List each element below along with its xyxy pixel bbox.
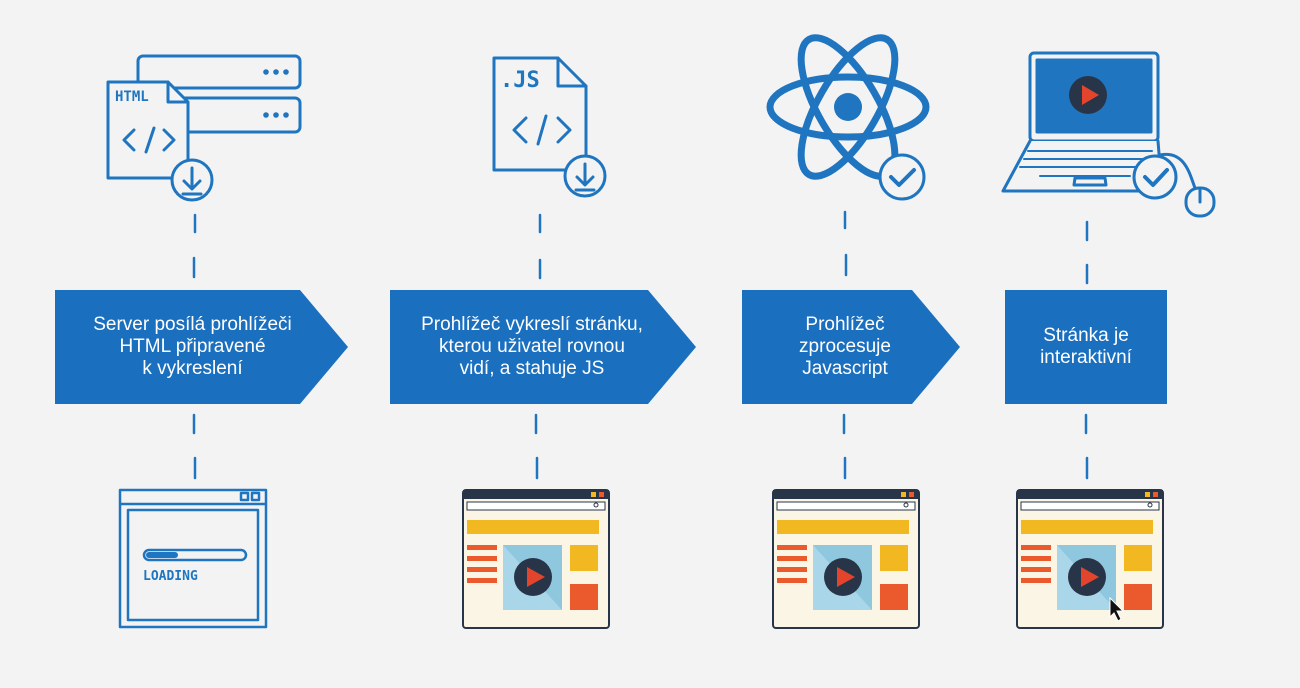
step-1-line-1: Server posílá prohlížeči xyxy=(93,314,292,335)
step-4-text: Stránka je interaktivní xyxy=(1005,325,1167,369)
js-file-icon xyxy=(492,56,607,198)
window-button-icon xyxy=(239,491,250,502)
step-2-line-3: vidí, a stahuje JS xyxy=(459,358,605,379)
rendered-browser-window-step-2 xyxy=(462,489,610,629)
step-1-line-3: k vykreslení xyxy=(142,358,243,379)
loading-label: LOADING xyxy=(143,569,198,584)
step-2-line-2: kterou uživatel rovnou xyxy=(439,336,625,357)
step-2-text: Prohlížeč vykreslí stránku, kterou uživa… xyxy=(392,314,672,380)
step-2-banner xyxy=(390,290,696,404)
loading-progress-fill xyxy=(146,552,178,558)
loading-browser-window xyxy=(118,488,268,629)
step-2-line-1: Prohlížeč vykreslí stránku, xyxy=(421,314,643,335)
step-3-line-2: zprocesuje xyxy=(799,336,891,357)
step-4-line-1: Stránka je xyxy=(1043,325,1129,346)
step-3-banner xyxy=(742,290,960,404)
react-atom-icon xyxy=(766,34,930,201)
rendered-browser-window-step-3 xyxy=(772,489,920,629)
window-button-icon xyxy=(250,491,261,502)
step-4-line-2: interaktivní xyxy=(1040,347,1132,368)
connector-lines xyxy=(192,210,1089,480)
html-file-server-icon xyxy=(106,54,302,202)
step-3-line-3: Javascript xyxy=(802,358,888,379)
step-3-line-1: Prohlížeč xyxy=(805,314,885,335)
mouse-cursor-icon xyxy=(1109,596,1125,622)
laptop-icon xyxy=(1001,51,1216,218)
html-file-label: HTML xyxy=(115,89,149,105)
interactive-browser-window-step-4 xyxy=(1016,489,1164,629)
step-1-banner xyxy=(55,290,348,404)
step-1-line-2: HTML připravené xyxy=(119,336,266,357)
js-file-label: .JS xyxy=(500,68,540,93)
step-4-banner xyxy=(1005,290,1167,404)
step-1-text: Server posílá prohlížeči HTML připravené… xyxy=(60,314,325,380)
step-3-text: Prohlížeč zprocesuje Javascript xyxy=(750,314,940,380)
